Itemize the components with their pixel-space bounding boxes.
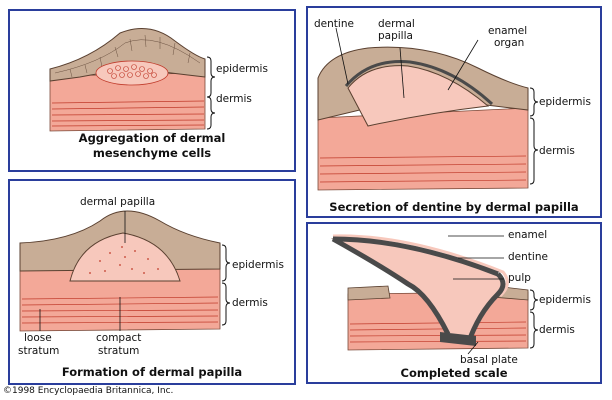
label-dentine: dentine — [508, 251, 548, 263]
label-loose: loose — [24, 332, 52, 344]
label-dermis: dermis — [216, 93, 252, 105]
label-loose-stratum: stratum — [18, 345, 60, 357]
caption-aggregation-line2: mesenchyme cells — [92, 146, 212, 160]
caption-completed: Completed scale — [400, 366, 508, 380]
secretion-illustration — [317, 27, 539, 191]
label-basal-plate: basal plate — [460, 354, 518, 366]
caption-aggregation-line1: Aggregation of dermal — [78, 131, 226, 145]
label-compact: compact — [96, 332, 142, 344]
aggregation-illustration — [49, 28, 216, 132]
label-dermis: dermis — [232, 297, 268, 309]
formation-illustration — [19, 210, 231, 332]
completed-illustration — [331, 234, 539, 355]
label-dermal-papilla: papilla — [378, 30, 413, 42]
panel-formation: dermal papilla epidermis dermis loose st… — [8, 179, 296, 385]
label-epidermis: epidermis — [539, 96, 591, 108]
label-enamel: enamel — [488, 25, 528, 37]
label-dermal-papilla: dermal papilla — [80, 196, 156, 208]
label-enamel: enamel — [508, 229, 548, 241]
label-pulp: pulp — [508, 272, 531, 284]
label-epidermis: epidermis — [539, 294, 591, 306]
label-compact-stratum: stratum — [98, 345, 140, 357]
label-epidermis: epidermis — [216, 63, 268, 75]
label-dermis: dermis — [539, 324, 575, 336]
label-dentine: dentine — [314, 18, 354, 30]
panel-aggregation: epidermis dermis Aggregation of dermal m… — [8, 9, 296, 172]
panel-secretion: dentine dermal papilla enamel organ epid… — [306, 6, 602, 218]
label-dermal: dermal — [378, 18, 415, 30]
copyright: ©1998 Encyclopaedia Britannica, Inc. — [3, 386, 174, 396]
panel-completed: enamel dentine pulp epidermis dermis bas… — [306, 222, 602, 384]
label-epidermis: epidermis — [232, 259, 284, 271]
caption-secretion: Secretion of dentine by dermal papilla — [329, 200, 579, 214]
caption-formation: Formation of dermal papilla — [61, 365, 243, 379]
label-enamel-organ: organ — [494, 37, 525, 49]
label-dermis: dermis — [539, 145, 575, 157]
